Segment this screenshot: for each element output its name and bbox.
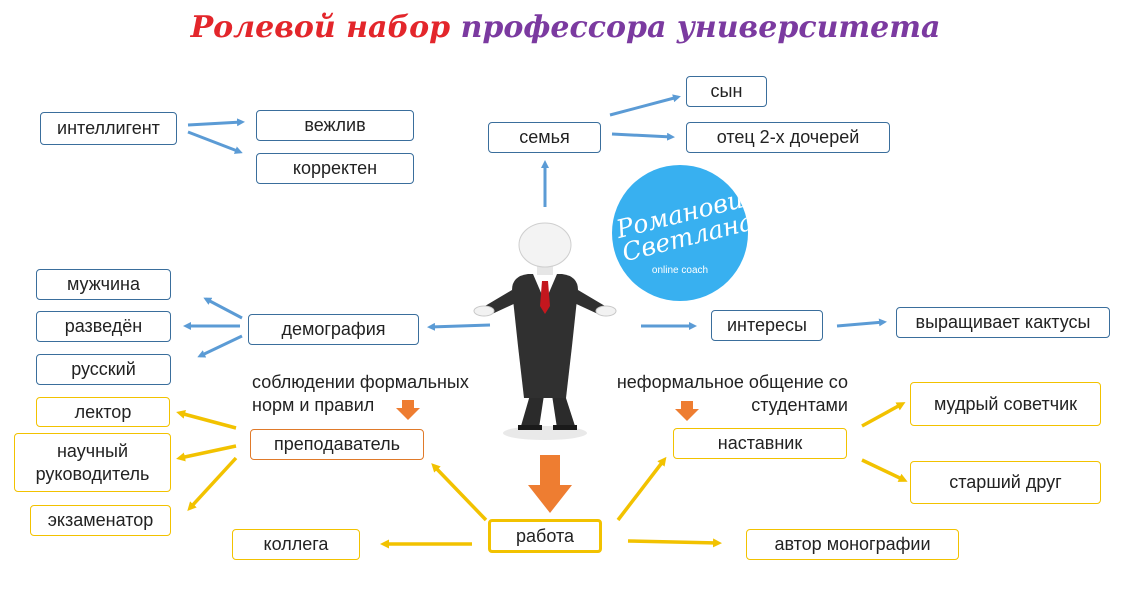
diagram-title: Ролевой набор профессора университета [0, 10, 1131, 45]
node-friend: старший друг [910, 461, 1101, 504]
node-author: автор монографии [746, 529, 959, 560]
arrow-formal-teacher [396, 400, 420, 420]
arrow-informal-mentor [675, 401, 699, 421]
node-polite: вежлив [256, 110, 414, 141]
note-formal-line-2: норм и правил [252, 395, 375, 416]
node-correct: корректен [256, 153, 414, 184]
node-supervisor: научный руководитель [14, 433, 171, 492]
node-family: семья [488, 122, 601, 153]
arrow-teacher-examiner [187, 456, 238, 511]
node-father: отец 2-х дочерей [686, 122, 890, 153]
node-examiner: экзаменатор [30, 505, 171, 536]
arrow-work-mentor [616, 456, 667, 522]
node-son: сын [686, 76, 767, 107]
note-informal-line-1: неформальное общение со [616, 372, 848, 392]
node-interests: интересы [711, 310, 823, 341]
logo-subtitle: online coach [651, 265, 709, 276]
businessman-figure [473, 222, 617, 440]
node-teacher: преподаватель [250, 429, 424, 460]
node-demography: демография [248, 314, 419, 345]
note-formal: соблюдении формальных норм и правил [252, 371, 469, 418]
arrow-work-author [627, 538, 722, 548]
arrow-work-teacher [431, 463, 488, 522]
arrow-interests-cactus [836, 318, 887, 328]
arrow-teacher-supervisor [176, 444, 237, 462]
note-formal-line-1: соблюдении формальных [252, 372, 469, 392]
arrow-family-father [611, 132, 675, 141]
arrow-mentor-friend [861, 458, 908, 482]
node-cactus: выращивает кактусы [896, 307, 1110, 338]
title-part-1: Ролевой набор [190, 10, 451, 45]
arrow-demography-man [203, 297, 243, 320]
arrow-intelligent-correct [187, 130, 243, 154]
node-colleague: коллега [232, 529, 360, 560]
node-man: мужчина [36, 269, 171, 300]
logo-name: Романович Светлана [613, 181, 748, 267]
arrow-center-demography [427, 322, 491, 331]
node-advisor: мудрый советчик [910, 382, 1101, 426]
note-informal: неформальное общение со студентами [594, 371, 848, 418]
node-work: работа [488, 519, 602, 553]
node-lecturer: лектор [36, 397, 170, 427]
title-part-2: профессора университета [460, 10, 941, 45]
note-informal-line-2: студентами [751, 395, 848, 416]
arrow-mentor-advisor [861, 402, 906, 428]
node-intelligent: интеллигент [40, 112, 177, 145]
arrow-family-son [609, 94, 681, 117]
brand-logo: Романович Светлана online coach [612, 165, 748, 301]
node-mentor: наставник [673, 428, 847, 459]
arrow-teacher-lecturer [176, 409, 237, 430]
arrow-demography-russian [197, 334, 243, 358]
arrow-center-work [528, 455, 572, 513]
node-russian: русский [36, 354, 171, 385]
node-divorced: разведён [36, 311, 171, 342]
arrow-intelligent-polite [187, 118, 245, 127]
